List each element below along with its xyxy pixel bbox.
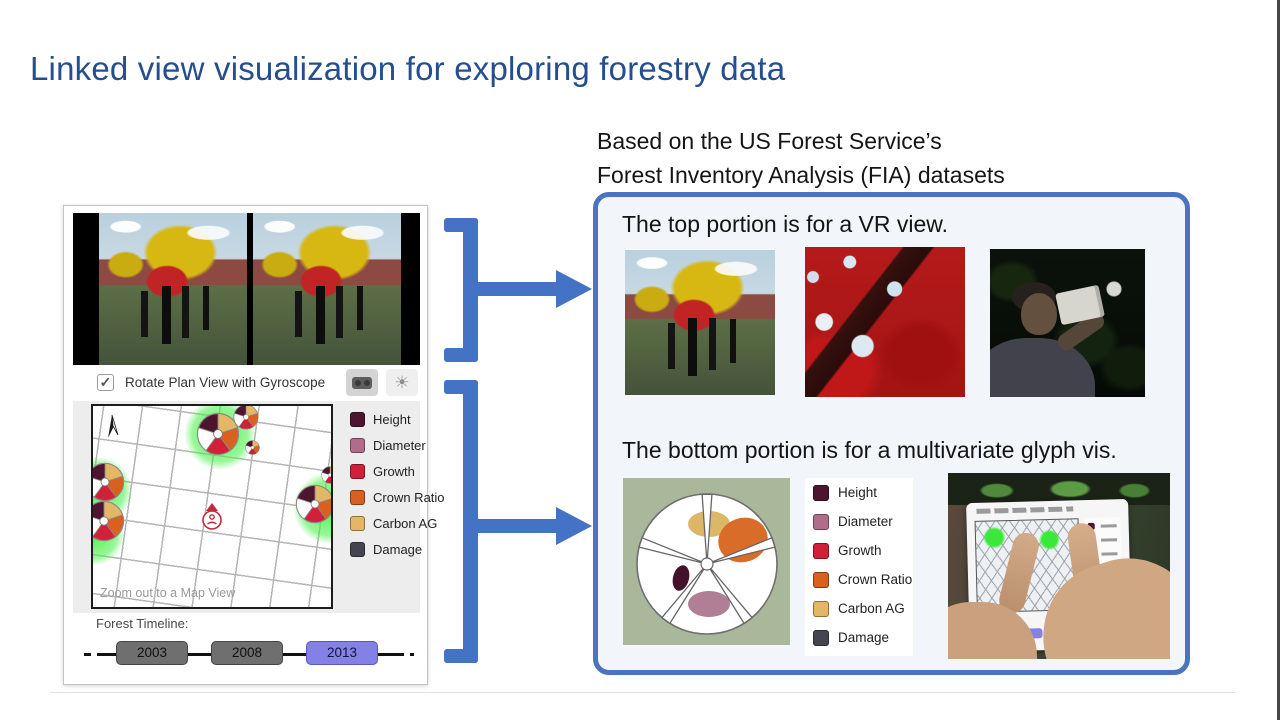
- top-bracket: [463, 218, 478, 362]
- timeline-year-2008[interactable]: 2008: [211, 641, 283, 665]
- mini-label: [1101, 538, 1118, 542]
- mini-label: [1101, 551, 1118, 556]
- mini-label: [1100, 524, 1118, 528]
- big-glyph: [636, 493, 778, 635]
- vr-goggles-icon: [352, 377, 372, 389]
- bottom-caption: The bottom portion is for a multivariate…: [622, 437, 1117, 463]
- timeline-dash-left: [84, 653, 106, 656]
- vr-right-eye-image: [253, 213, 401, 365]
- glyph-legend: Height Diameter Growth Crown Ratio Carbo…: [805, 478, 913, 656]
- timeline-year-2003[interactable]: 2003: [116, 641, 188, 665]
- bottom-bracket: [463, 380, 478, 663]
- damage-color-chip: [813, 630, 829, 646]
- tree-glyph[interactable]: [321, 466, 333, 484]
- bottom-arrow-shaft: [474, 519, 558, 533]
- sun-icon: ☀: [394, 373, 410, 392]
- gyroscope-label: Rotate Plan View with Gyroscope: [125, 375, 326, 390]
- bottom-bracket-arm-lower: [444, 649, 478, 663]
- tree-glyph[interactable]: [233, 404, 259, 430]
- bottom-arrow-icon: [556, 507, 592, 545]
- subtitle: Based on the US Forest Service’s Forest …: [597, 124, 1005, 192]
- red-foliage-photo: [805, 247, 965, 397]
- subtitle-line-2: Forest Inventory Analysis (FIA) datasets: [597, 162, 1005, 188]
- height-color-chip: [813, 485, 829, 501]
- damage-color-chip: [350, 542, 365, 557]
- plan-view-map[interactable]: Zoom out to a Map View: [91, 404, 333, 609]
- subtitle-line-1: Based on the US Forest Service’s: [597, 128, 942, 154]
- page-title: Linked view visualization for exploring …: [30, 50, 786, 87]
- diameter-color-chip: [350, 438, 365, 453]
- person-body: [990, 337, 1096, 397]
- tablet-interaction-photo: [948, 473, 1170, 659]
- height-color-chip: [350, 412, 365, 427]
- compass-icon: [108, 414, 119, 438]
- brightness-button[interactable]: ☀: [386, 369, 418, 396]
- forestry-app-screenshot: ✓ Rotate Plan View with Gyroscope ☀: [63, 205, 445, 685]
- crown-ratio-color-chip: [350, 490, 365, 505]
- gyroscope-row: ✓ Rotate Plan View with Gyroscope ☀: [73, 365, 420, 401]
- tree-glyph[interactable]: [91, 500, 125, 542]
- carbon-ag-color-chip: [813, 601, 829, 617]
- gyroscope-checkbox[interactable]: ✓: [97, 374, 114, 391]
- forest-timeline-label: Forest Timeline:: [96, 616, 189, 631]
- plan-view-section: Zoom out to a Map View Height Diameter G…: [73, 401, 445, 613]
- slide-bottom-edge: [50, 692, 1235, 693]
- crown-ratio-color-chip: [813, 572, 829, 588]
- explanation-callout-box: The top portion is for a VR view. The bo…: [593, 192, 1190, 675]
- vr-mode-button[interactable]: [346, 369, 378, 396]
- diameter-color-chip: [813, 514, 829, 530]
- tree-glyph[interactable]: [245, 440, 260, 455]
- vr-stereo-view: [73, 213, 420, 365]
- user-with-vr-viewer-photo: [990, 249, 1145, 397]
- carbon-ag-color-chip: [350, 516, 365, 531]
- vr-forest-photo: [625, 250, 775, 395]
- top-arrow-shaft: [474, 282, 558, 296]
- zoom-out-link[interactable]: Zoom out to a Map View: [100, 586, 236, 600]
- check-icon: ✓: [99, 374, 112, 390]
- top-bracket-arm-lower: [444, 348, 478, 362]
- screen-right-edge: [1277, 0, 1280, 720]
- tablet-titlebar: [975, 506, 1074, 514]
- tree-glyph[interactable]: [91, 462, 125, 502]
- person-head: [1021, 293, 1057, 336]
- timeline-year-2013-selected[interactable]: 2013: [306, 641, 378, 665]
- growth-color-chip: [350, 464, 365, 479]
- top-arrow-icon: [556, 270, 592, 308]
- growth-color-chip: [813, 543, 829, 559]
- top-caption: The top portion is for a VR view.: [622, 211, 948, 237]
- timeline-dash-right: [384, 653, 414, 656]
- user-position-marker-icon[interactable]: [201, 502, 223, 532]
- plan-legend: Height Diameter Growth Crown Ratio Carbo…: [350, 411, 445, 601]
- tree-glyph[interactable]: [295, 484, 333, 524]
- vr-left-eye-image: [99, 213, 247, 365]
- photo-background-trees: [948, 473, 1170, 505]
- multivariate-glyph-image: [623, 478, 790, 645]
